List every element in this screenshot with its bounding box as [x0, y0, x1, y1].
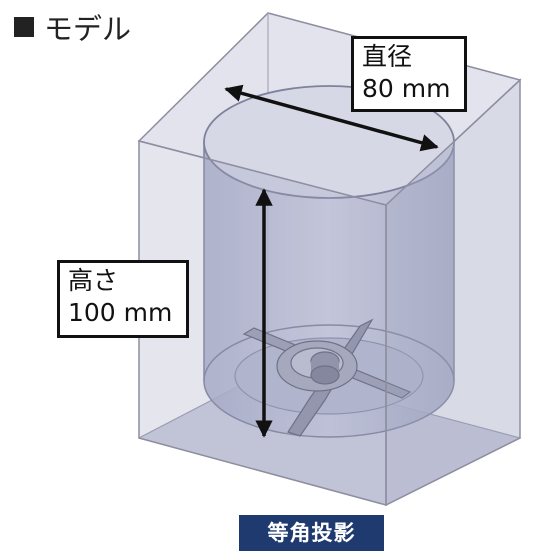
section-title: モデル: [44, 12, 132, 46]
impeller: [242, 318, 412, 437]
height-name: 高さ: [68, 266, 119, 295]
diameter-value: 80 mm: [362, 74, 451, 103]
diameter-name: 直径: [362, 42, 413, 71]
diameter-dimension-line: [224, 84, 439, 152]
height-label: 高さ 100 mm: [57, 260, 189, 338]
section-header: モデル: [14, 6, 131, 48]
diameter-label: 直径 80 mm: [351, 36, 467, 112]
square-bullet-icon: [14, 17, 34, 37]
height-value: 100 mm: [68, 298, 173, 327]
view-banner: 等角投影: [239, 515, 384, 551]
